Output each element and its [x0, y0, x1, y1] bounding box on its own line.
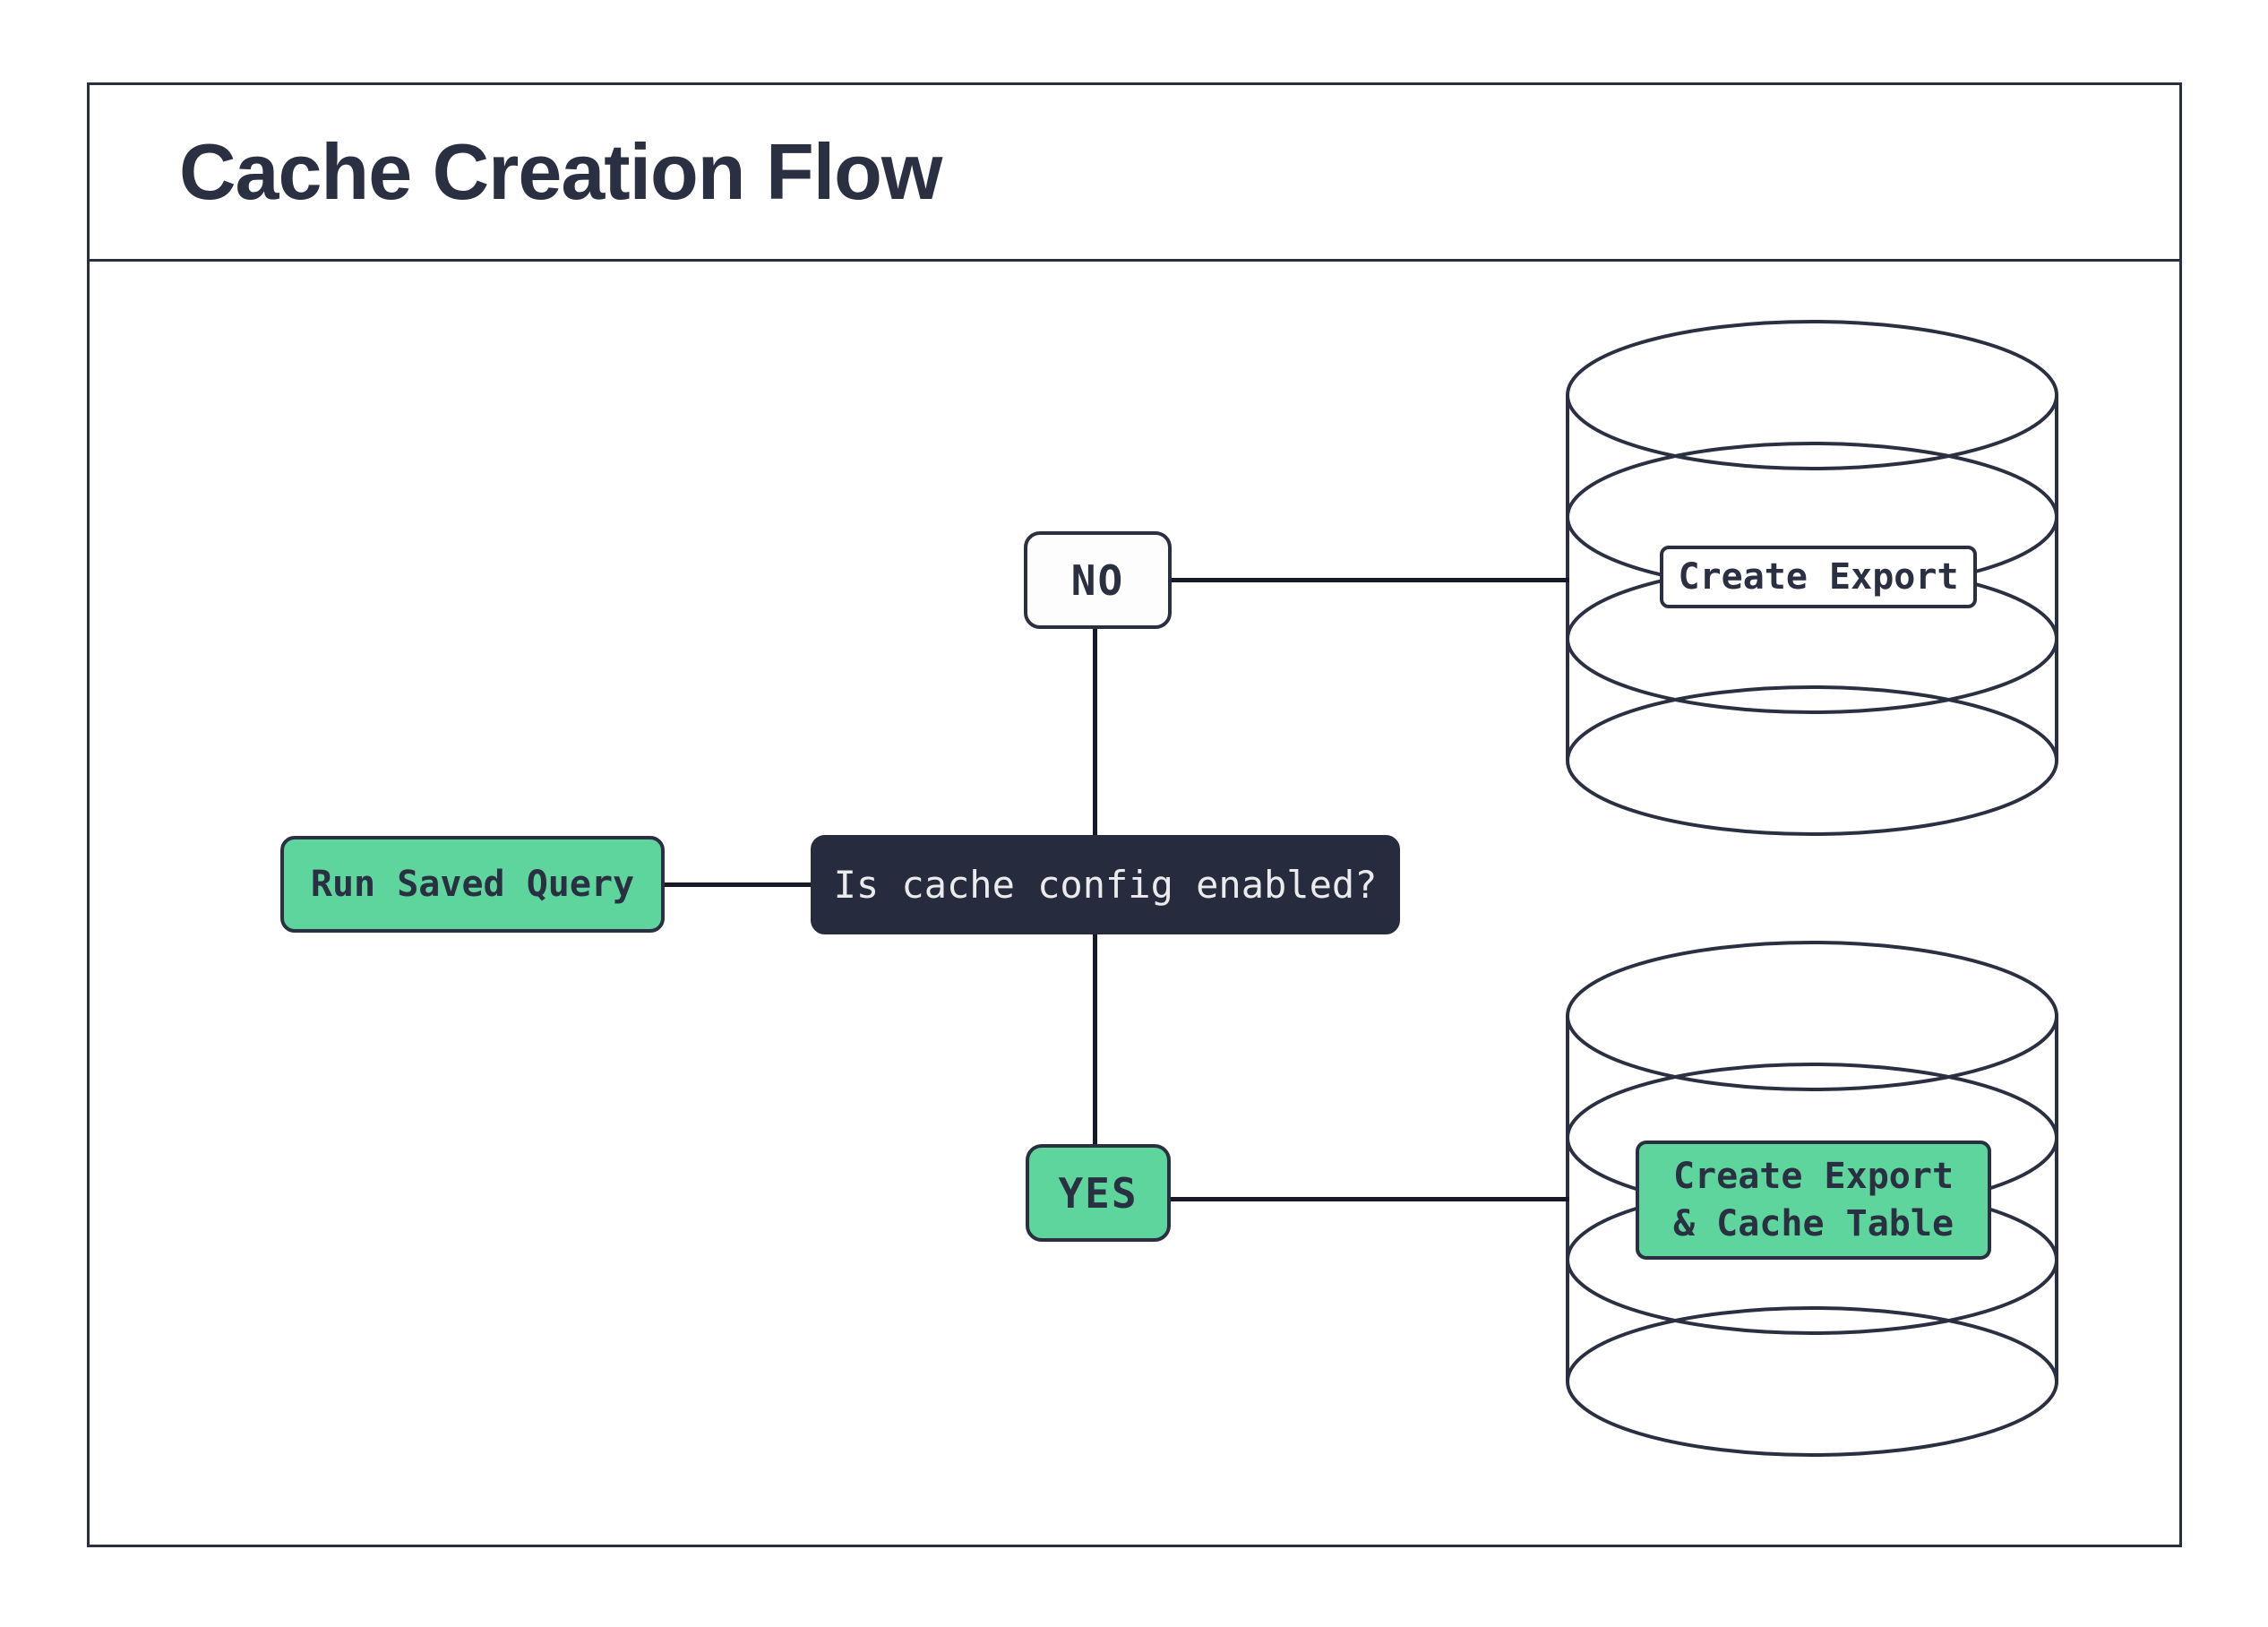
node-create-export-cache-line1: Create Export — [1672, 1155, 1954, 1197]
edge-no-to-database — [1170, 578, 1569, 582]
node-decision-label: Is cache config enabled? — [833, 863, 1378, 907]
node-branch-no: NO — [1024, 531, 1172, 629]
edge-decision-to-yes — [1093, 933, 1097, 1146]
node-create-export-label: Create Export — [1678, 556, 1959, 598]
node-branch-yes-label: YES — [1058, 1168, 1138, 1218]
node-create-export: Create Export — [1660, 546, 1977, 608]
diagram-frame: Cache Creation Flow — [87, 82, 2182, 1547]
node-branch-no-label: NO — [1070, 555, 1125, 605]
node-decision-cache-config: Is cache config enabled? — [811, 835, 1400, 934]
node-run-saved-query: Run Saved Query — [280, 836, 665, 933]
edge-decision-to-no — [1093, 627, 1097, 837]
database-icon-bottom — [1566, 941, 2058, 1457]
node-create-export-cache-line2: & Cache Table — [1672, 1202, 1954, 1244]
node-run-saved-query-label: Run Saved Query — [310, 864, 635, 905]
node-create-export-cache-table: Create Export & Cache Table — [1636, 1141, 1991, 1260]
edge-start-to-decision — [665, 882, 811, 887]
page-title-text: Cache Creation Flow — [179, 127, 942, 216]
title-bar: Cache Creation Flow — [90, 85, 2179, 262]
node-branch-yes: YES — [1026, 1144, 1171, 1242]
edge-yes-to-database — [1169, 1197, 1569, 1201]
